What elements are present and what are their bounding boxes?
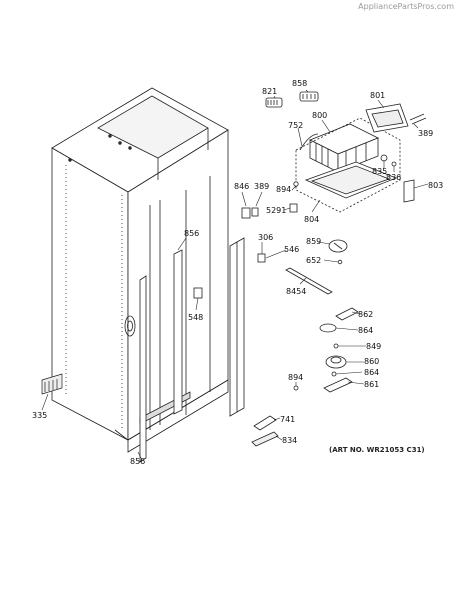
- label-804: 804: [304, 215, 319, 224]
- label-389-top: 389: [418, 129, 433, 138]
- label-835: 835: [372, 167, 387, 176]
- evaporator-assembly: [295, 117, 401, 213]
- label-894-top: 894: [276, 185, 291, 194]
- label-652: 652: [306, 256, 321, 265]
- label-834: 834: [282, 436, 297, 445]
- leader-lines: [41, 89, 429, 461]
- label-860: 860: [364, 357, 379, 366]
- label-335: 335: [32, 411, 47, 420]
- label-858: 858: [292, 79, 307, 88]
- label-864-bottom: 864: [364, 368, 379, 377]
- label-859: 859: [306, 237, 321, 246]
- label-8454: 8454: [286, 287, 306, 296]
- label-821: 821: [262, 87, 277, 96]
- part-labels: 821 858 801 800 752 389 835 836 803 846 …: [32, 79, 443, 466]
- label-803: 803: [428, 181, 443, 190]
- label-741: 741: [280, 415, 295, 424]
- watermark: AppliancePartsPros.com: [358, 2, 454, 11]
- grille-335: [41, 373, 63, 395]
- label-849: 849: [366, 342, 381, 351]
- label-5291: 5291: [266, 206, 286, 215]
- label-861: 861: [364, 380, 379, 389]
- label-862: 862: [358, 310, 373, 319]
- label-801: 801: [370, 91, 385, 100]
- label-836: 836: [386, 173, 401, 182]
- label-894-bottom: 894: [288, 373, 303, 382]
- label-856-top: 856: [184, 229, 199, 238]
- label-752: 752: [288, 121, 303, 130]
- art-number: (ART NO. WR21053 C31): [329, 446, 425, 454]
- label-846: 846: [234, 182, 249, 191]
- label-800: 800: [312, 111, 327, 120]
- label-856-bottom: 856: [130, 457, 145, 466]
- vertical-trim-pieces: [139, 237, 245, 463]
- label-546: 546: [284, 245, 299, 254]
- label-389-mid: 389: [254, 182, 269, 191]
- label-548: 548: [188, 313, 203, 322]
- label-306: 306: [258, 233, 273, 242]
- small-parts: [193, 91, 427, 447]
- label-864-top: 864: [358, 326, 373, 335]
